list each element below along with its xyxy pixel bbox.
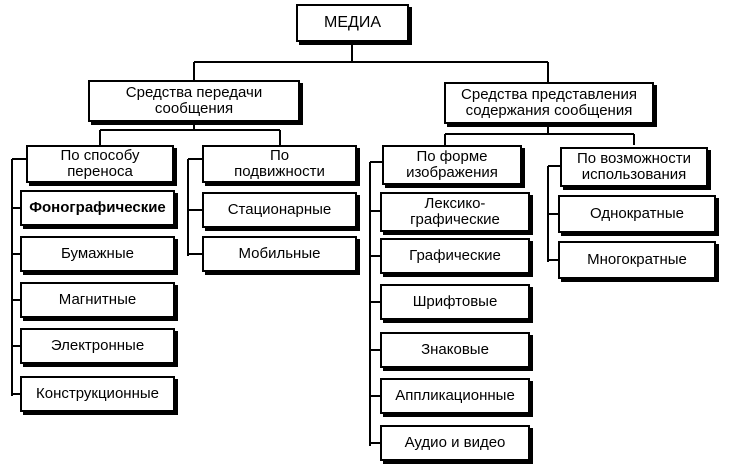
- item-constructional: Конструкционные: [20, 376, 175, 412]
- category-by-transfer-method: По способу переноса: [26, 145, 174, 183]
- item-sign: Знаковые: [380, 332, 530, 368]
- node-transmission-means: Средства передачи сообщения: [88, 80, 300, 122]
- item-mobile: Мобильные: [202, 236, 357, 272]
- item-graphic: Графические: [380, 238, 530, 274]
- item-lexicographic: Лексико- графические: [380, 192, 530, 232]
- item-font: Шрифтовые: [380, 284, 530, 320]
- item-reusable: Многократные: [558, 241, 716, 279]
- root-node: МЕДИА: [296, 4, 409, 42]
- category-by-usage: По возможности использования: [560, 147, 708, 187]
- item-paper: Бумажные: [20, 236, 175, 272]
- item-application: Аппликационные: [380, 378, 530, 414]
- item-magnetic: Магнитные: [20, 282, 175, 318]
- item-stationary: Стационарные: [202, 192, 357, 228]
- node-representation-means: Средства представления содержания сообще…: [444, 82, 654, 124]
- item-phonographic: Фонографические: [20, 190, 175, 226]
- item-audio-video: Аудио и видео: [380, 425, 530, 461]
- category-by-image-form: По форме изображения: [382, 145, 522, 185]
- category-by-mobility: По подвижности: [202, 145, 357, 183]
- item-electronic: Электронные: [20, 328, 175, 364]
- item-single-use: Однократные: [558, 195, 716, 233]
